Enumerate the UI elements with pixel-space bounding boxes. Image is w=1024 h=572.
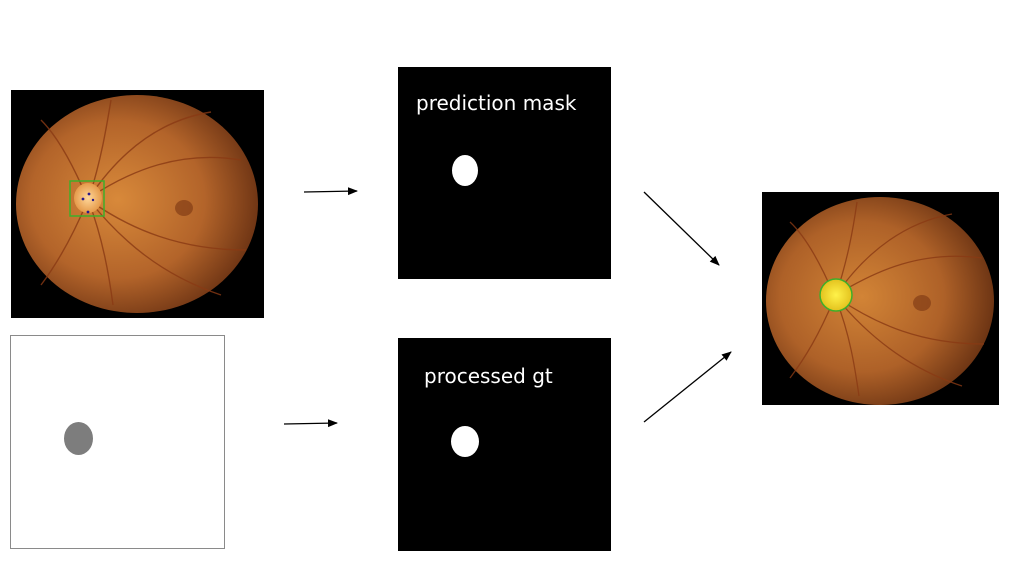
retina-area <box>16 95 258 313</box>
input-fundus-image <box>11 90 264 318</box>
landmark-points <box>81 192 95 214</box>
fundus-photo-output <box>766 197 994 405</box>
arrow-input-to-prediction <box>303 187 358 196</box>
arrow-gt-to-processed <box>283 419 338 428</box>
optic-disc <box>74 183 102 213</box>
arrow-prediction-to-output <box>643 191 720 266</box>
macula <box>913 295 931 311</box>
processed-gt-label: processed gt <box>424 364 553 388</box>
arrow-processed-to-output <box>643 351 732 423</box>
ground-truth-disc <box>64 422 93 455</box>
predicted-disc-blob <box>452 155 478 186</box>
segmented-optic-disc <box>819 278 853 312</box>
processed-gt-panel: processed gt <box>398 338 611 551</box>
output-fundus-image <box>762 192 999 405</box>
prediction-mask-label: prediction mask <box>416 91 577 115</box>
macula <box>175 200 193 216</box>
retina-area <box>766 197 994 405</box>
processed-gt-disc-blob <box>451 426 479 457</box>
fundus-photo-input <box>16 95 258 313</box>
ground-truth-raw-image <box>10 335 225 549</box>
prediction-mask-panel: prediction mask <box>398 67 611 279</box>
bounding-box <box>69 180 105 217</box>
